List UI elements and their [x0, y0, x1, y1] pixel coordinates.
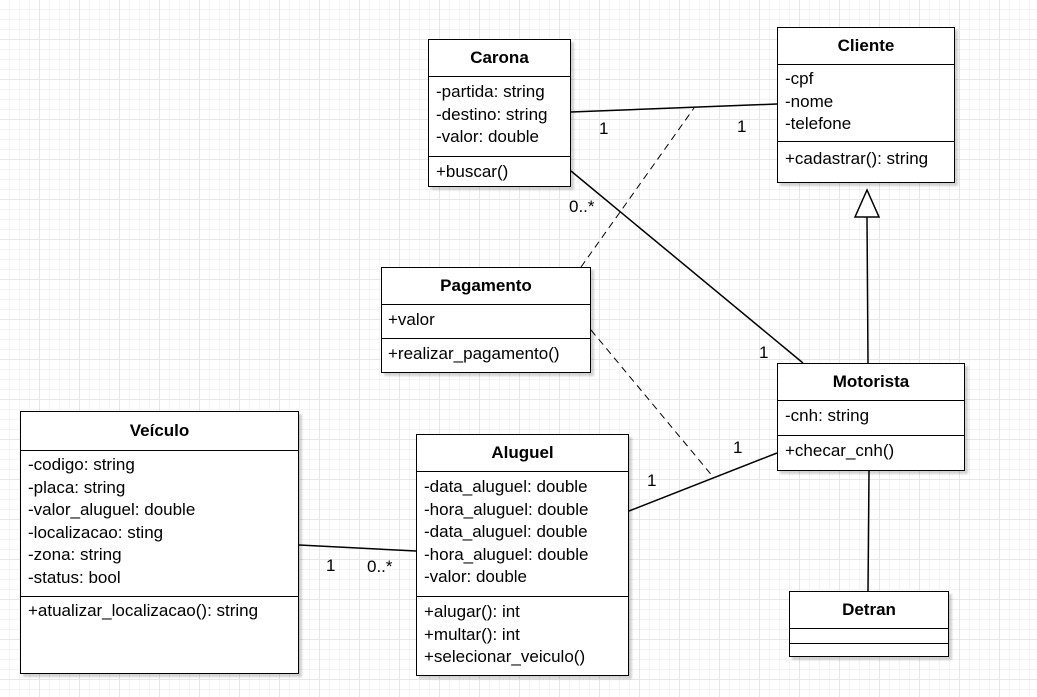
class-name: Veículo	[21, 412, 298, 451]
methods-section: +alugar(): int +multar(): int +seleciona…	[417, 597, 628, 672]
class-name: Carona	[429, 40, 570, 77]
class-motorista[interactable]: Motorista -cnh: string +checar_cnh()	[777, 363, 965, 471]
attributes-section: -partida: string -destino: string -valor…	[429, 77, 570, 157]
class-name: Pagamento	[382, 268, 590, 305]
attributes-section	[790, 629, 948, 644]
attributes-section: -codigo: string -placa: string -valor_al…	[21, 451, 298, 597]
attributes-section: +valor	[382, 305, 590, 339]
dependency-pagamento-aluguel-association	[590, 329, 715, 479]
association-carona-cliente	[570, 103, 778, 113]
class-name: Detran	[790, 592, 948, 629]
multiplicity-label: 1	[759, 343, 769, 362]
multiplicity-label: 1	[599, 119, 609, 138]
multiplicity-label: 1	[733, 438, 743, 457]
class-carona[interactable]: Carona -partida: string -destino: string…	[428, 39, 571, 187]
method: +realizar_pagamento()	[388, 344, 560, 363]
dependency-pagamento-association	[580, 107, 695, 268]
class-name: Cliente	[778, 28, 954, 65]
attribute: -hora_aluguel: double	[424, 499, 589, 519]
method: +multar(): int	[424, 624, 520, 644]
methods-section: +buscar()	[429, 157, 570, 187]
class-pagamento[interactable]: Pagamento +valor +realizar_pagamento()	[381, 267, 591, 373]
multiplicity-label: 1	[647, 471, 657, 490]
attribute: -data_aluguel: double	[424, 522, 588, 541]
class-name: Aluguel	[417, 435, 628, 472]
attribute: +valor	[388, 310, 435, 329]
association-aluguel-motorista	[628, 452, 778, 512]
method: +cadastrar(): string	[785, 149, 929, 168]
generalization-motorista-cliente	[866, 216, 869, 364]
attribute: -telefone	[785, 114, 852, 133]
method: +selecionar_veiculo()	[424, 647, 586, 666]
class-cliente[interactable]: Cliente -cpf -nome -telefone +cadastrar(…	[777, 27, 955, 183]
method: +buscar()	[436, 162, 509, 181]
attribute: -localizacao: sting	[28, 522, 164, 542]
class-aluguel[interactable]: Aluguel -data_aluguel: double -hora_alug…	[416, 434, 629, 676]
methods-section: +realizar_pagamento()	[382, 339, 590, 369]
attribute: -valor_aluguel: double	[28, 500, 196, 519]
attribute: -hora_aluguel: double	[424, 544, 589, 564]
method: +alugar(): int	[424, 602, 520, 621]
multiplicity-label: 1	[326, 556, 336, 575]
association-veiculo-aluguel	[298, 544, 417, 552]
attribute: -partida: string	[436, 82, 545, 101]
attribute: -status: bool	[28, 567, 121, 587]
multiplicity-label: 1	[737, 117, 747, 136]
attribute: -data_aluguel: double	[424, 477, 588, 496]
class-veiculo[interactable]: Veículo -codigo: string -placa: string -…	[20, 411, 299, 674]
attributes-section: -cpf -nome -telefone	[778, 65, 954, 142]
attribute: -cpf	[785, 69, 814, 88]
attribute: -valor: double	[424, 567, 528, 586]
methods-section: +cadastrar(): string	[778, 142, 954, 174]
methods-section: +checar_cnh()	[778, 436, 964, 466]
methods-section	[790, 644, 948, 656]
attribute: -zona: string	[28, 545, 122, 564]
class-detran[interactable]: Detran	[789, 591, 949, 657]
method: +atualizar_localizacao(): string	[28, 601, 259, 620]
attribute: -nome	[785, 91, 834, 111]
generalization-arrowhead	[853, 188, 881, 218]
attribute: -valor: double	[436, 127, 540, 146]
association-motorista-detran	[867, 470, 870, 592]
attribute: -cnh: string	[785, 406, 870, 425]
methods-section: +atualizar_localizacao(): string	[21, 597, 298, 626]
class-name: Motorista	[778, 364, 964, 401]
attribute: -codigo: string	[28, 455, 135, 474]
attributes-section: -data_aluguel: double -hora_aluguel: dou…	[417, 472, 628, 597]
attributes-section: -cnh: string	[778, 401, 964, 436]
method: +checar_cnh()	[785, 441, 895, 460]
attribute: -destino: string	[436, 104, 548, 124]
multiplicity-label: 0..*	[569, 197, 595, 216]
multiplicity-label: 0..*	[367, 557, 393, 576]
attribute: -placa: string	[28, 477, 126, 497]
association-carona-motorista	[570, 170, 804, 364]
